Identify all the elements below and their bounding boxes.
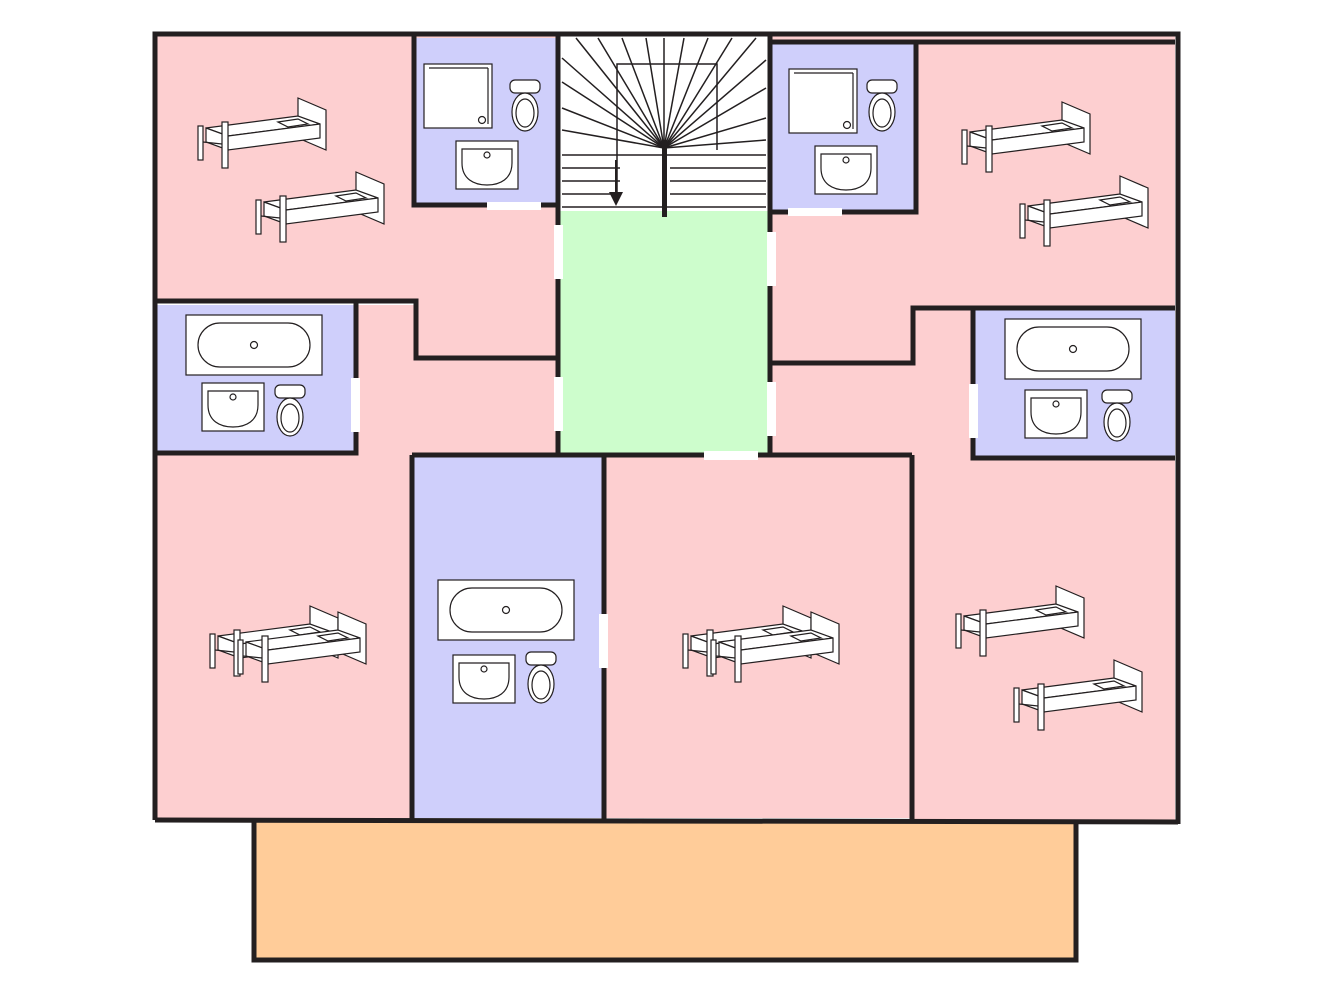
sink-icon bbox=[1024, 389, 1088, 439]
toilet-icon bbox=[509, 79, 541, 132]
toilet-icon bbox=[1101, 389, 1133, 442]
stairs-icon bbox=[561, 37, 767, 208]
toilet-icon bbox=[274, 384, 306, 437]
door-openings bbox=[351, 202, 978, 668]
shower-tray-icon bbox=[788, 68, 858, 134]
sink-icon bbox=[455, 140, 519, 190]
toilet-icon bbox=[525, 651, 557, 704]
sink-icon bbox=[452, 654, 516, 704]
bathtub-icon bbox=[185, 314, 323, 376]
shower-tray-icon bbox=[423, 63, 493, 129]
bathtub-icon bbox=[1004, 318, 1142, 380]
stair-handrail bbox=[662, 140, 667, 217]
terrace bbox=[254, 820, 1076, 960]
sink-icon bbox=[814, 145, 878, 195]
stair-direction-arrow-icon bbox=[609, 160, 623, 206]
sink-icon bbox=[201, 382, 265, 432]
hall bbox=[560, 211, 770, 455]
toilet-icon bbox=[866, 79, 898, 132]
bathtub-icon bbox=[437, 579, 575, 641]
bedroom-bottom-left bbox=[157, 305, 558, 818]
